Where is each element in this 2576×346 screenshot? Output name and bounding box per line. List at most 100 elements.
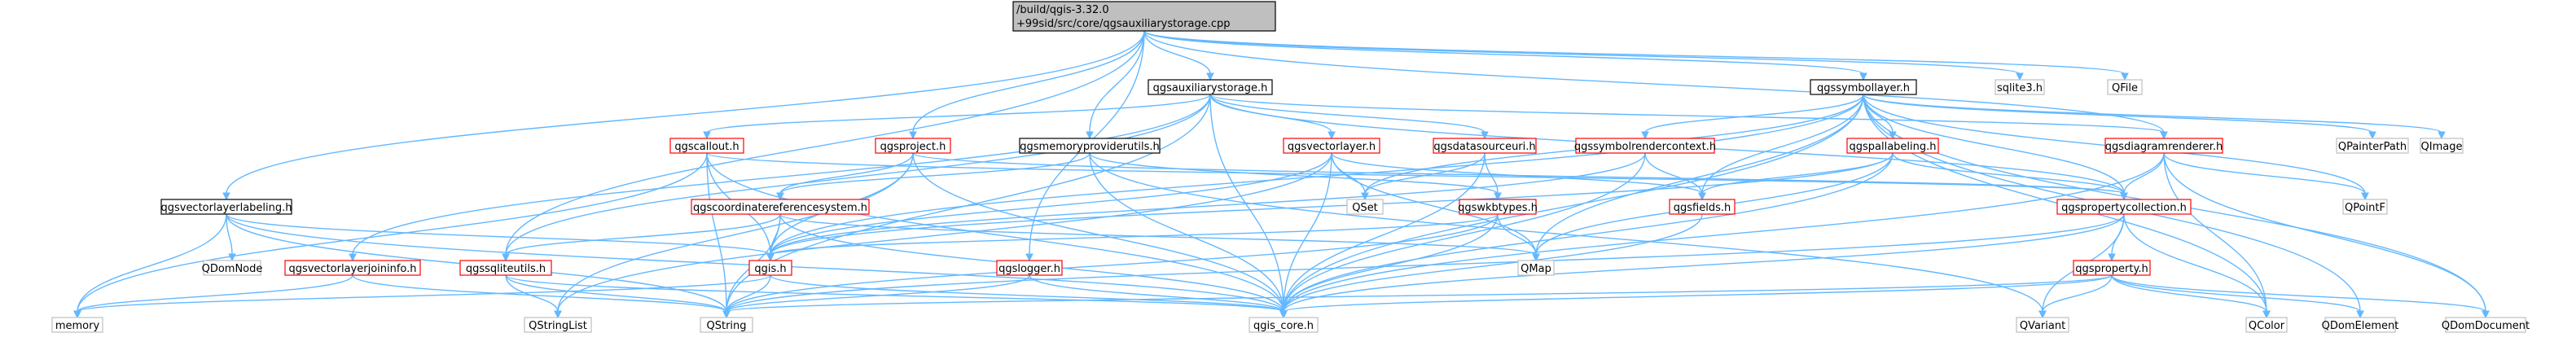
edge-qgsproperty_h-to-qdomdocument (2111, 274, 2486, 313)
arrowhead-qgsdatasourceuri_h-to-qgswkbtypes_h (1494, 192, 1502, 201)
edge-qgspropertycollection_h-to-qgis_core_h (1283, 213, 2125, 313)
node-qgssymbolrendercontext-h[interactable]: qgssymbolrendercontext.h (1574, 138, 1716, 154)
node-label: qgssymbolrendercontext.h (1574, 141, 1716, 153)
edge-qgsauxiliarystorage_h-to-qgis_core_h (1209, 94, 1284, 313)
edge-qgssymbollayer_h-to-qgssymbolrendercontext_h (1644, 94, 1864, 134)
edge-qgsauxiliarystorage_h-to-qgsdatasourceuri_h (1209, 94, 1485, 134)
node-box (459, 260, 552, 276)
node-box (748, 260, 792, 276)
edge-qgsvectorlayerjoininfo_h-to-qstring (352, 274, 727, 313)
node-qgsvectorlayerjoininfo-h[interactable]: qgsvectorlayerjoininfo.h (284, 260, 421, 276)
node-box (160, 199, 292, 215)
arrowhead-qgis_h-to-memory (73, 310, 81, 319)
edge-qgspallabeling_h-to-qgis_h (770, 152, 1894, 256)
edge-qgscoordinatereferencesystem_h-to-qmap (779, 213, 1537, 256)
node-qgsvectorlayerlabeling-h[interactable]: qgsvectorlayerlabeling.h (160, 199, 292, 215)
node-box (700, 317, 753, 333)
edge-qgsproperty_h-to-qstring (726, 274, 2113, 313)
node-qgscallout-h[interactable]: qgscallout.h (669, 138, 744, 154)
node-label: sqlite3.h (1997, 82, 2043, 94)
node-qgsauxiliarystorage-h[interactable]: qgsauxiliarystorage.h (1148, 79, 1273, 95)
arrowhead-qgsproperty_h-to-qstring (722, 310, 731, 319)
node-label: QImage (2421, 141, 2463, 153)
edge-qgsauxiliarystorage_h-to-qgsdiagramrenderer_h (1209, 94, 2165, 134)
node-label: QStringList (529, 320, 587, 332)
node-box (1283, 138, 1380, 154)
node-label: qgspallabeling.h (1849, 141, 1936, 153)
node-label: QDomDocument (2442, 320, 2530, 332)
edge-qgsvectorlayerlabeling_h-to-qdomnode (226, 213, 233, 256)
edge-qgsvectorlayer_h-to-qstringlist (557, 152, 1332, 313)
edge-root-to-qgsproject_h (912, 30, 1145, 134)
node-label: QPainterPath (2338, 141, 2407, 153)
node-label: /build/qgis-3.32.0 (1016, 4, 1109, 16)
arrowhead-qgsauxiliarystorage_h-to-qgsvectorlayerjoininfo_h (349, 253, 357, 262)
node-qgsproperty-h[interactable]: qgsproperty.h (2073, 260, 2151, 276)
node-qgswkbtypes-h[interactable]: qgswkbtypes.h (1458, 199, 1538, 215)
edge-qgsvectorlayerlabeling_h-to-memory (77, 213, 227, 313)
node-qgsfields-h[interactable]: qgsfields.h (1669, 199, 1736, 215)
node-qgssqliteutils-h[interactable]: qgssqliteutils.h (459, 260, 552, 276)
node-box (2324, 317, 2396, 333)
node-box (1575, 138, 1715, 154)
node-qgslogger-h[interactable]: qgslogger.h (996, 260, 1063, 276)
node-box (1433, 138, 1537, 154)
node-box (669, 138, 744, 154)
arrowhead-qgswkbtypes_h-to-qmap (1532, 253, 1540, 262)
arrowhead-qgsdiagramrenderer_h-to-qpointf (2361, 192, 2369, 201)
node-qdomelement: QDomElement (2322, 317, 2398, 333)
edge-qgsvectorlayerlabeling_h-to-qgis_h (226, 213, 771, 256)
edge-qgspallabeling_h-to-qgsfields_h (1701, 152, 1894, 195)
node-box (691, 199, 870, 215)
edge-qgis_h-to-memory (77, 274, 771, 313)
edge-qgsdiagramrenderer_h-to-qdomdocument (2163, 152, 2486, 313)
node-label: qgssqliteutils.h (466, 263, 546, 275)
node-box (875, 138, 951, 154)
edge-qgsdatasourceuri_h-to-qset (1364, 152, 1485, 195)
node-qgspallabeling-h[interactable]: qgspallabeling.h (1846, 138, 1939, 154)
node-box (2245, 317, 2288, 333)
node-qgsdiagramrenderer-h[interactable]: qgsdiagramrenderer.h (2104, 138, 2223, 154)
node-box (2016, 317, 2069, 333)
node-qgis-h[interactable]: qgis.h (748, 260, 792, 276)
edge-qgssymbollayer_h-to-qmap (1535, 94, 1864, 256)
node-label: qgsauxiliarystorage.h (1153, 82, 1268, 94)
node-qgssymbollayer-h[interactable]: qgssymbollayer.h (1810, 79, 1917, 95)
node-qgspropertycollection-h[interactable]: qgspropertycollection.h (2056, 199, 2192, 215)
edge-qgspallabeling_h-to-qgspropertycollection_h (1892, 152, 2125, 195)
node-root[interactable]: /build/qgis-3.32.0+99sid/src/core/qgsaux… (1012, 1, 1276, 32)
node-box (1517, 260, 1555, 276)
node-box (2104, 138, 2223, 154)
arrowhead-qgsdiagramrenderer_h-to-qgspropertycollection_h (2120, 192, 2128, 201)
node-label: memory (55, 320, 100, 332)
edge-qgswkbtypes_h-to-qmap (1497, 213, 1537, 256)
node-qvariant: QVariant (2016, 317, 2069, 333)
node-label: qgsproperty.h (2075, 263, 2148, 275)
node-label: qgssymbollayer.h (1817, 82, 1910, 94)
node-qgsdatasourceuri-h[interactable]: qgsdatasourceuri.h (1433, 138, 1537, 154)
node-qgsmemoryproviderutils-h[interactable]: qgsmemoryproviderutils.h (1019, 138, 1161, 154)
node-label: qgsdatasourceuri.h (1433, 141, 1535, 153)
node-box (284, 260, 421, 276)
edge-qgsdiagramrenderer_h-to-qgspropertycollection_h (2123, 152, 2165, 195)
node-qgsvectorlayer-h[interactable]: qgsvectorlayer.h (1283, 138, 1380, 154)
edge-root-to-qgssqliteutils_h (505, 30, 1145, 256)
arrowhead-qgsmemoryproviderutils_h-to-qgscoordinatereferencesystem_h (776, 192, 784, 201)
node-qgscoordinatereferencesystem-h[interactable]: qgscoordinatereferencesystem.h (691, 199, 870, 215)
node-qdomdocument: QDomDocument (2442, 317, 2530, 333)
node-box (2420, 138, 2464, 154)
edge-qgswkbtypes_h-to-qstring (726, 213, 1499, 313)
edge-qgsauxiliarystorage_h-to-qgssqliteutils_h (505, 94, 1211, 256)
edge-qgswkbtypes_h-to-qgis_h (770, 213, 1499, 256)
node-label: qgsdiagramrenderer.h (2105, 141, 2223, 153)
node-label: qgsmemoryproviderutils.h (1020, 141, 1159, 153)
node-label: QPointF (2345, 202, 2385, 214)
arrowhead-qgssymbollayer_h-to-qgssymbolrendercontext_h (1641, 131, 1649, 140)
node-label: qgsvectorlayerlabeling.h (160, 202, 292, 214)
edge-qgswkbtypes_h-to-qgis_core_h (1283, 213, 1499, 313)
node-label: qgscallout.h (674, 141, 739, 153)
edge-root-to-qgsmemoryproviderutils_h (1089, 30, 1145, 134)
node-box (51, 317, 103, 333)
edge-qgsproperty_h-to-qgis_core_h (1283, 274, 2113, 313)
node-qgsproject-h[interactable]: qgsproject.h (875, 138, 951, 154)
